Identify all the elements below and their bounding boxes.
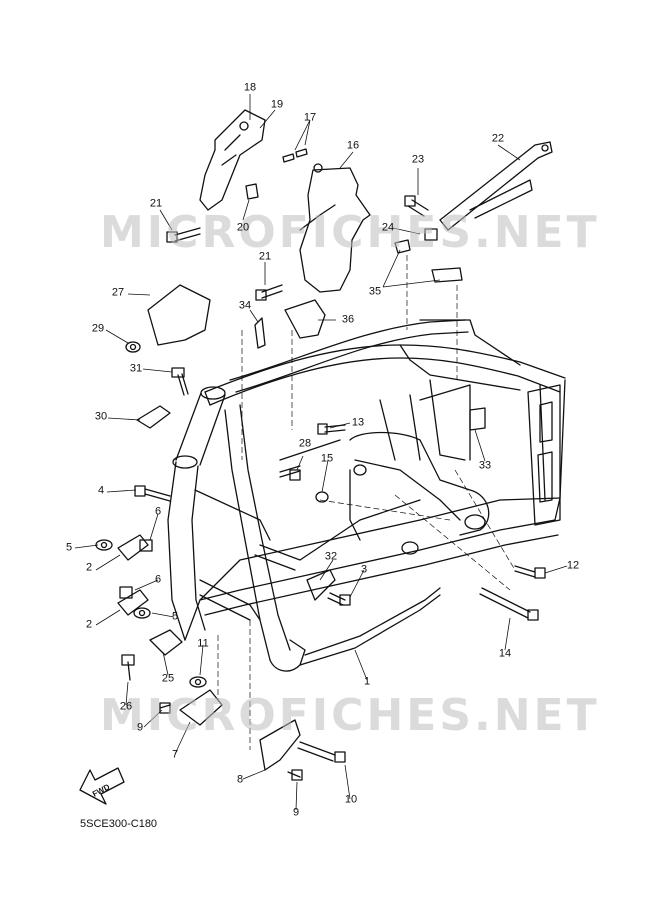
small-brackets [117, 239, 486, 771]
callout-label: 31 [129, 362, 143, 375]
steering-head [172, 386, 226, 469]
callout-label: 12 [566, 559, 580, 572]
callout-label: 30 [94, 410, 108, 423]
frame-center-section [349, 379, 490, 555]
callout-label: 4 [97, 484, 105, 497]
part-22-stay [439, 141, 553, 231]
callout-label: 25 [161, 672, 175, 685]
frame-down-tubes [167, 404, 306, 672]
callout-label: 34 [238, 299, 252, 312]
callout-label: 23 [411, 153, 425, 166]
callout-label: 14 [498, 647, 512, 660]
callout-label: 5 [171, 610, 179, 623]
callout-label: 5 [65, 541, 73, 554]
alignment-lines [217, 255, 516, 750]
diagram-code: 5SCE300-C180 [80, 818, 158, 830]
callout-label: 33 [478, 459, 492, 472]
callout-label: 10 [344, 793, 358, 806]
callout-label: 17 [303, 111, 317, 124]
frame-rear-plate [527, 384, 561, 526]
callout-label: 11 [197, 637, 209, 650]
frame-top-rails [204, 319, 566, 406]
callout-label: 21 [258, 250, 272, 263]
callout-label: 32 [324, 550, 338, 563]
callout-label: 27 [111, 286, 125, 299]
callout-label: 36 [341, 313, 355, 326]
callout-label: 20 [236, 221, 250, 234]
callout-label: 26 [119, 700, 133, 713]
callout-label: 13 [351, 416, 365, 429]
fwd-arrow-icon [79, 767, 125, 805]
part-16-cover [299, 163, 371, 293]
frame-cross-tubes [194, 439, 421, 621]
callout-label: 3 [360, 563, 368, 576]
callout-label: 1 [363, 675, 371, 688]
callout-label: 22 [491, 132, 505, 145]
callout-label: 9 [292, 806, 300, 819]
callout-label: 6 [154, 573, 162, 586]
part-17-pieces [245, 148, 308, 200]
callout-label: 18 [243, 81, 257, 94]
leader-lines [74, 94, 568, 811]
callout-label: 15 [320, 452, 334, 465]
callout-label: 35 [368, 285, 382, 298]
callout-label: 24 [381, 221, 395, 234]
callout-label: 28 [298, 437, 312, 450]
watermark-top: MICROFICHES.NET [100, 207, 600, 258]
callout-label: 8 [236, 773, 244, 786]
callout-label: 2 [85, 618, 93, 631]
part-18-bracket [199, 109, 266, 211]
callout-label: 6 [154, 505, 162, 518]
callout-label: 9 [136, 721, 144, 734]
watermark-bottom: MICROFICHES.NET [100, 690, 600, 741]
callout-label: 2 [85, 561, 93, 574]
fasteners [95, 195, 546, 781]
callout-label: 29 [91, 322, 105, 335]
callout-label: 16 [346, 139, 360, 152]
callout-label: 21 [149, 197, 163, 210]
callout-label: 7 [171, 748, 179, 761]
callout-label: 19 [270, 98, 284, 111]
